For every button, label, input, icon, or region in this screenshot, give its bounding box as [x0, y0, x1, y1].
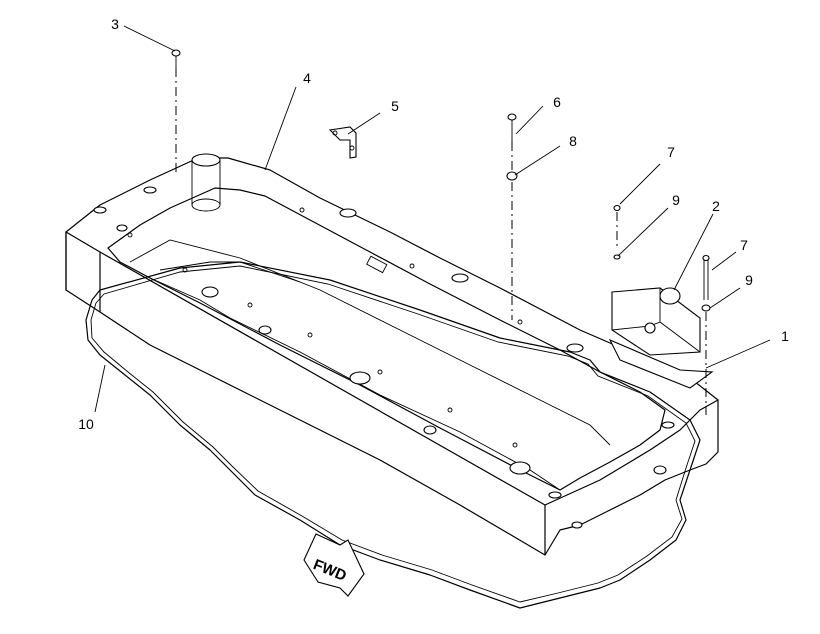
callout-4: 4 [303, 70, 311, 86]
washer-8 [506, 171, 518, 320]
callout-5: 5 [391, 98, 399, 114]
cover-plate [608, 338, 714, 389]
callouts: 3 4 5 6 8 7 9 2 7 9 1 10 [78, 16, 789, 432]
fwd-arrow-marker: FWD [303, 533, 365, 597]
bolt-7a [613, 204, 621, 248]
callout-7b: 7 [740, 237, 748, 253]
callout-1: 1 [781, 328, 789, 344]
callout-7a: 7 [667, 144, 675, 160]
leader-lines [94, 25, 771, 413]
callout-9a: 9 [672, 192, 680, 208]
callout-3: 3 [111, 16, 119, 32]
bolt-6 [507, 113, 517, 170]
bracket-5 [328, 126, 357, 159]
callout-10: 10 [78, 416, 94, 432]
callout-2: 2 [712, 198, 720, 214]
oil-pan [65, 153, 719, 556]
callout-8: 8 [569, 133, 577, 149]
sensor-assembly [611, 287, 701, 356]
washer-9a [613, 254, 621, 260]
gasket [85, 261, 701, 609]
washer-9b [701, 304, 711, 415]
callout-9b: 9 [745, 272, 753, 288]
callout-6: 6 [553, 94, 561, 110]
bolt-3 [171, 49, 181, 175]
bolt-7b [702, 254, 710, 300]
